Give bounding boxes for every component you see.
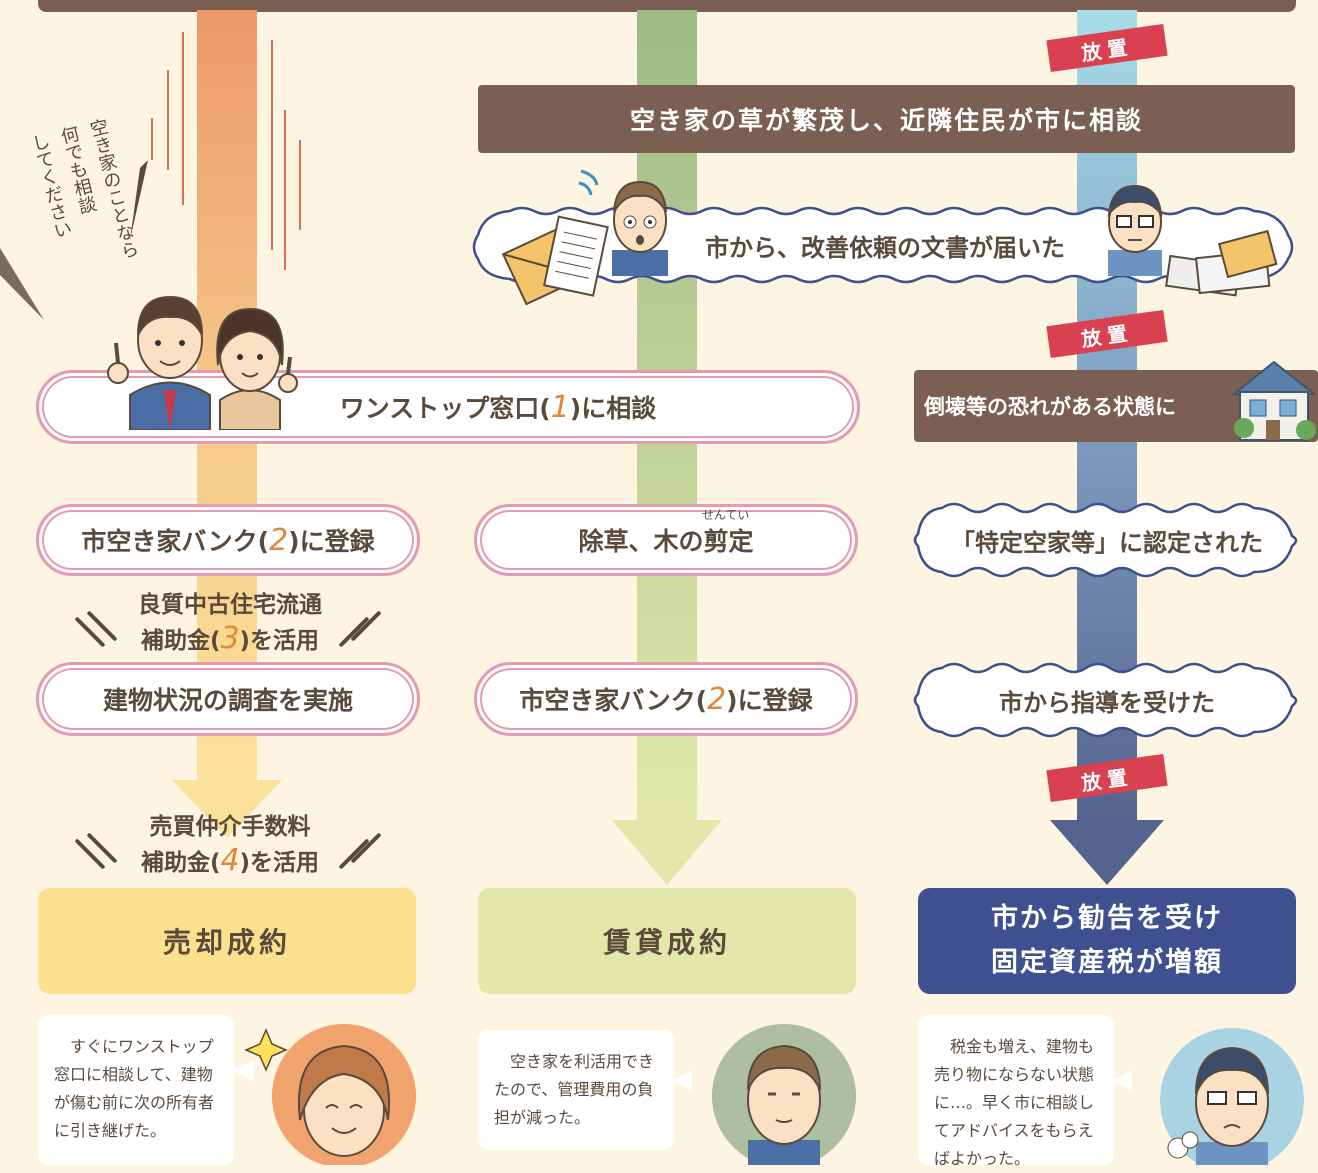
subsidy4: 売買仲介手数料 補助金(4)を活用 xyxy=(80,810,380,880)
col2-bank-post: )に登録 xyxy=(726,686,813,715)
happy-woman-icon xyxy=(232,1024,416,1165)
result-sale: 売却成約 xyxy=(38,888,416,994)
col1-bank-register: 市空き家バンク(2)に登録 xyxy=(36,504,420,576)
comment-sale: すぐにワンストップ窓口に相談して、建物が傷む前に次の所有者に引き継げた。 xyxy=(38,1015,234,1165)
col1-survey: 建物状況の調査を実施 xyxy=(36,662,420,736)
col1-bank-post: )に登録 xyxy=(288,527,375,556)
ruby-sentei: せんてい xyxy=(702,508,750,522)
letter-notice: 市から、改善依頼の文書が届いた xyxy=(470,205,1300,285)
weeds-consult-bar: 空き家の草が繁茂し、近隣住民が市に相談 xyxy=(478,85,1295,153)
comment-regret: 税金も増え、建物も売り物にならない状態に…。早く市に相談してアドバイスをもらえば… xyxy=(918,1015,1114,1168)
result-tax-increase: 市から勧告を受け 固定資産税が増額 xyxy=(918,888,1296,994)
staff-couple-icon xyxy=(107,295,298,430)
envelope-icon xyxy=(501,215,609,306)
sweat-icon xyxy=(578,169,599,196)
col3-certified-text: 「特定空家等」に認定された xyxy=(951,528,1263,557)
subsidy3-pre: 補助金( xyxy=(140,628,221,654)
col3-certified: 「特定空家等」に認定された xyxy=(912,500,1302,580)
worried-man-icon xyxy=(612,180,668,276)
result-tax-line1: 市から勧告を受け xyxy=(991,903,1223,934)
onestop-post: )に相談 xyxy=(569,394,657,423)
col1-bank-num: 2 xyxy=(269,522,289,558)
col2-bank-register: 市空き家バンク(2)に登録 xyxy=(474,662,858,736)
envelopes-pile-icon xyxy=(1165,229,1278,297)
subsidy3: 良質中古住宅流通 補助金(3)を活用 xyxy=(80,588,380,658)
onestop-num: 1 xyxy=(550,389,570,425)
col2-weeding-text: 除草、木の剪定 xyxy=(578,527,754,556)
subsidy4-num: 4 xyxy=(220,843,240,878)
result-rental: 賃貸成約 xyxy=(478,888,856,994)
letter-notice-text: 市から、改善依頼の文書が届いた xyxy=(705,233,1065,262)
top-bar xyxy=(38,0,1296,12)
col2-bank-num: 2 xyxy=(707,681,727,717)
speech-tail xyxy=(0,248,44,320)
subsidy3-line1: 良質中古住宅流通 xyxy=(138,592,322,618)
subsidy3-num: 3 xyxy=(220,621,240,656)
result-tax-line2: 固定資産税が増額 xyxy=(991,947,1223,978)
subsidy3-post: )を活用 xyxy=(239,628,320,654)
onestop-pre: ワンストップ窓口( xyxy=(339,394,551,423)
col3-guidance-text: 市から指導を受けた xyxy=(999,688,1215,717)
col2-weeding: 除草、木の剪定 xyxy=(474,504,858,576)
subsidy4-post: )を活用 xyxy=(239,850,320,876)
col3-guidance: 市から指導を受けた xyxy=(912,660,1302,740)
comment-rental: 空き家を利活用できたので、管理費用の負担が減った。 xyxy=(478,1030,674,1150)
col1-bank-pre: 市空き家バンク( xyxy=(81,527,270,556)
subsidy4-line1: 売買仲介手数料 xyxy=(149,814,311,840)
regret-man-icon xyxy=(1112,1028,1304,1165)
glasses-man-icon xyxy=(1107,184,1163,276)
subsidy4-pre: 補助金( xyxy=(140,850,221,876)
col2-bank-pre: 市空き家バンク( xyxy=(519,686,708,715)
relieved-man-icon xyxy=(672,1024,856,1165)
speed-lines xyxy=(151,32,301,270)
house-icon xyxy=(1231,360,1317,441)
